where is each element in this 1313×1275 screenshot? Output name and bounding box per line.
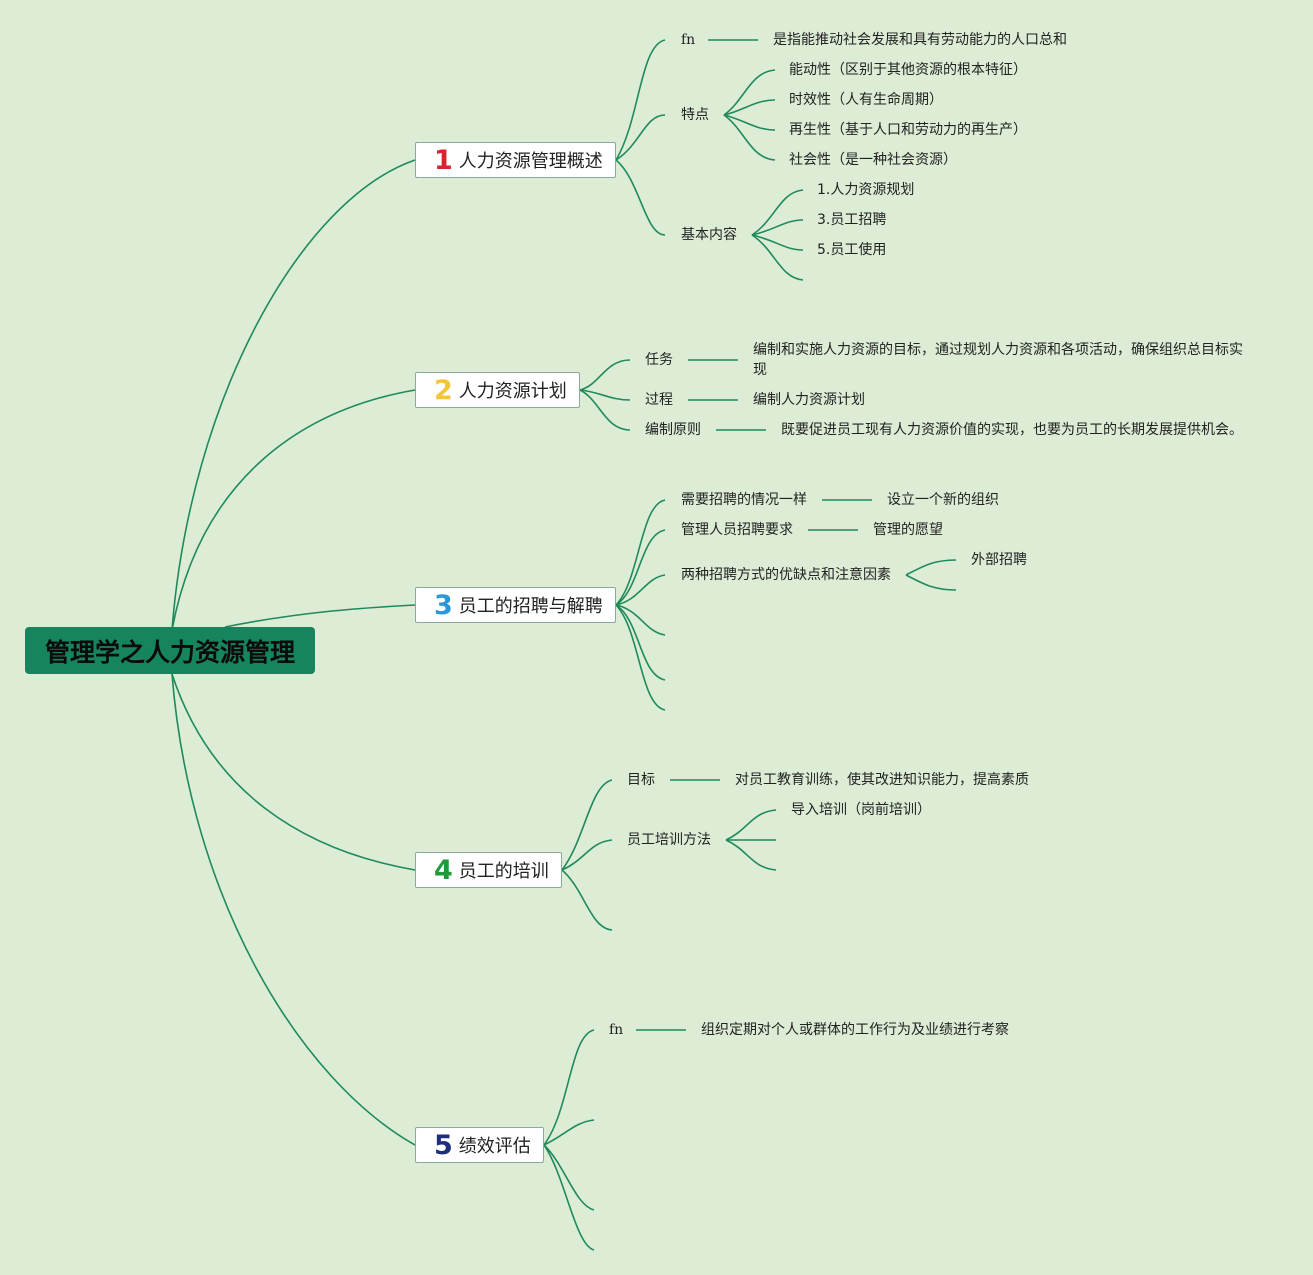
link-root-b1	[171, 159, 416, 631]
b3-req-node[interactable]: 管理人员招聘要求	[681, 522, 793, 538]
b1-fn-text[interactable]: 是指能推动社会发展和具有劳动能力的人口总和	[773, 32, 1067, 48]
branch-2[interactable]: 2 人力资源计划	[415, 372, 580, 408]
b1-content-item[interactable]: 3.员工招聘	[817, 212, 887, 228]
b1-content-item[interactable]: 1.人力资源规划	[817, 182, 915, 198]
b1-feature-item[interactable]: 社会性（是一种社会资源）	[789, 152, 957, 168]
link-root-b3	[224, 604, 416, 628]
branch-5[interactable]: 5 绩效评估	[415, 1127, 544, 1163]
b5-fn-node[interactable]: fn	[609, 1022, 624, 1038]
b2-task-node[interactable]: 任务	[645, 352, 673, 368]
branch-4[interactable]: 4 员工的培训	[415, 852, 562, 888]
b5-fn-text[interactable]: 组织定期对个人或群体的工作行为及业绩进行考察	[701, 1022, 1009, 1038]
link-root-b4	[171, 673, 416, 871]
b3-ways-node[interactable]: 两种招聘方式的优缺点和注意因素	[681, 567, 891, 583]
b2-process-node[interactable]: 过程	[645, 392, 673, 408]
branch-number: 4	[434, 854, 453, 886]
b1-feature-item[interactable]: 能动性（区别于其他资源的根本特征）	[789, 62, 1027, 78]
branch-number: 1	[434, 144, 453, 176]
branch-number: 3	[434, 589, 453, 621]
b1-content-item[interactable]: 5.员工使用	[817, 242, 887, 258]
branch-label: 员工的招聘与解聘	[458, 596, 603, 617]
branch-number: 5	[434, 1129, 453, 1161]
b2-task-text[interactable]: 编制和实施人力资源的目标，通过规划人力资源和各项活动，确保组织总目标实现	[753, 342, 1243, 378]
b1-content-node[interactable]: 基本内容	[681, 227, 737, 243]
branch-label: 人力资源计划	[458, 381, 567, 402]
b1-fn-node[interactable]: fn	[681, 32, 696, 48]
b3-need-node[interactable]: 需要招聘的情况一样	[681, 492, 807, 508]
branch-label: 绩效评估	[458, 1136, 531, 1157]
b1-feature-item[interactable]: 时效性（人有生命周期）	[789, 92, 943, 108]
b3-need-text[interactable]: 设立一个新的组织	[887, 492, 999, 508]
b1-features-node[interactable]: 特点	[681, 107, 709, 123]
branch-label: 人力资源管理概述	[458, 151, 603, 172]
b1-feature-item[interactable]: 再生性（基于人口和劳动力的再生产）	[789, 122, 1027, 138]
root-topic[interactable]: 管理学之人力资源管理	[25, 627, 315, 674]
b2-principle-text[interactable]: 既要促进员工现有人力资源价值的实现，也要为员工的长期发展提供机会。	[781, 422, 1243, 438]
b4-method-item[interactable]: 导入培训（岗前培训）	[791, 802, 931, 818]
branch-3[interactable]: 3 员工的招聘与解聘	[415, 587, 616, 623]
branch-number: 2	[434, 374, 453, 406]
b3-req-text[interactable]: 管理的愿望	[873, 522, 943, 538]
b4-method-node[interactable]: 员工培训方法	[627, 832, 711, 848]
b3-ways-item[interactable]: 外部招聘	[971, 552, 1027, 568]
root-topic-label: 管理学之人力资源管理	[44, 637, 295, 667]
link-root-b5	[171, 673, 416, 1146]
branch-1[interactable]: 1 人力资源管理概述	[415, 142, 616, 178]
link-root-b2	[171, 389, 416, 631]
b4-goal-node[interactable]: 目标	[627, 772, 655, 788]
b2-process-text[interactable]: 编制人力资源计划	[753, 392, 865, 408]
branch-label: 员工的培训	[458, 861, 549, 882]
b2-principle-node[interactable]: 编制原则	[645, 422, 701, 438]
b4-goal-text[interactable]: 对员工教育训练，使其改进知识能力，提高素质	[735, 772, 1029, 788]
